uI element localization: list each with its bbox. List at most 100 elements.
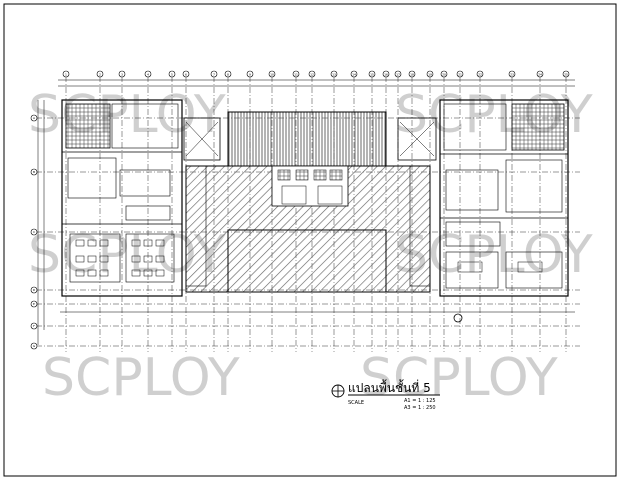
office-room <box>67 157 117 199</box>
grid-column-bubble <box>562 70 570 78</box>
grid-column-bubble <box>168 70 176 78</box>
executive-room <box>505 251 563 289</box>
grid-column-bubble <box>456 70 464 78</box>
grid-column-bubble <box>536 70 544 78</box>
stair-core <box>281 185 307 205</box>
dimension-lines <box>37 79 575 345</box>
grid-column-bubble <box>96 70 104 78</box>
left-stair <box>183 117 221 161</box>
grid-column-label: 13 <box>332 73 336 77</box>
grid-column-label: 21 <box>458 73 462 77</box>
grid-column-bubble <box>144 70 152 78</box>
open-office <box>69 233 121 283</box>
grid-column-label: 12 <box>310 73 314 77</box>
grid-column-label: 19 <box>428 73 432 77</box>
watermark-text: SCPLOY <box>42 348 240 408</box>
corridor <box>409 165 431 287</box>
lift-shaft <box>329 169 343 181</box>
grid-column-label: 18 <box>410 73 414 77</box>
open-office <box>125 233 175 283</box>
drawing-title-block: แปลนพื้นชั้นที่ 5 SCALE A1 = 1 : 125 A3 … <box>331 379 440 411</box>
grid-column-bubble <box>382 70 390 78</box>
grid-column-label: 9 <box>249 73 251 77</box>
grid-row-label: B <box>33 170 35 174</box>
grid-row-label: D <box>33 288 36 292</box>
roof-louvres <box>227 111 387 167</box>
office-room <box>445 169 499 211</box>
meeting-room <box>119 169 171 197</box>
meeting-room <box>445 221 501 247</box>
right-wing <box>397 99 569 323</box>
grid-row-bubble <box>30 228 38 236</box>
grid-column-bubble <box>118 70 126 78</box>
grid-column-bubble <box>426 70 434 78</box>
grid-column-bubble <box>476 70 484 78</box>
grid-column-label: 25 <box>564 73 568 77</box>
executive-room <box>445 251 499 289</box>
grid-column-bubble <box>224 70 232 78</box>
grid-column-label: 17 <box>396 73 400 77</box>
grid-column-bubble <box>292 70 300 78</box>
grid-column-label: 16 <box>384 73 388 77</box>
service-room <box>443 103 507 151</box>
office-room <box>505 159 563 213</box>
desk <box>517 261 543 273</box>
watermark-text: SCPLOY <box>360 348 558 408</box>
lower-slab-outline <box>227 229 387 293</box>
grid-column-label: 8 <box>227 73 229 77</box>
grid-row-bubble <box>30 168 38 176</box>
right-stair <box>397 117 437 161</box>
toilet-block <box>65 103 111 149</box>
grid-column-bubble <box>368 70 376 78</box>
grid-column-bubble <box>350 70 358 78</box>
grid-column-label: 2 <box>99 73 101 77</box>
scale-a1: A1 = 1 : 125 <box>404 398 436 404</box>
conference-table <box>125 205 171 221</box>
grid-row-label: F <box>33 324 35 328</box>
grid-column-bubble <box>508 70 516 78</box>
grid-column-label: 6 <box>185 73 187 77</box>
grid-column-bubble <box>308 70 316 78</box>
grid-column-label: 10 <box>270 73 274 77</box>
grid-column-bubble <box>210 70 218 78</box>
grid-column-bubble <box>246 70 254 78</box>
grid-column-bubble <box>394 70 402 78</box>
left-wing-outline <box>61 99 183 297</box>
grid-column-label: 24 <box>538 73 542 77</box>
grid-column-bubble <box>440 70 448 78</box>
grid-column-label: 15 <box>370 73 374 77</box>
grid-column-label: 3 <box>121 73 123 77</box>
grid-column-label: 23 <box>510 73 514 77</box>
grid-column-bubble <box>408 70 416 78</box>
grid-column-bubble <box>330 70 338 78</box>
grid-row-bubble <box>30 114 38 122</box>
grid-row-label: C <box>33 230 35 234</box>
left-wing <box>61 99 221 297</box>
grid-row-bubble <box>30 322 38 330</box>
scale-label: SCALE <box>348 400 364 406</box>
lift-shaft <box>295 169 309 181</box>
drawing-title: แปลนพื้นชั้นที่ 5 <box>348 379 431 395</box>
section-marker <box>453 313 463 323</box>
scale-a3: A3 = 1 : 250 <box>404 405 436 411</box>
grid-column-label: 20 <box>442 73 446 77</box>
watermark-text: SCPLOY <box>28 85 226 145</box>
lift-shaft <box>313 169 327 181</box>
grid-column-bubble <box>268 70 276 78</box>
grid-column-label: 4 <box>147 73 149 77</box>
service-room <box>111 103 179 149</box>
stair-core <box>317 185 343 205</box>
corridor <box>185 165 207 287</box>
grid-column-label: 5 <box>171 73 173 77</box>
grid-column-bubble <box>182 70 190 78</box>
grid-row-label: G <box>33 344 36 348</box>
grid-column-bubble <box>62 70 70 78</box>
grid-column-label: 11 <box>294 73 298 77</box>
grid-column-label: 14 <box>352 73 356 77</box>
lift-shaft <box>277 169 291 181</box>
right-wing-outline <box>439 99 569 297</box>
grid-column-label: 7 <box>213 73 215 77</box>
